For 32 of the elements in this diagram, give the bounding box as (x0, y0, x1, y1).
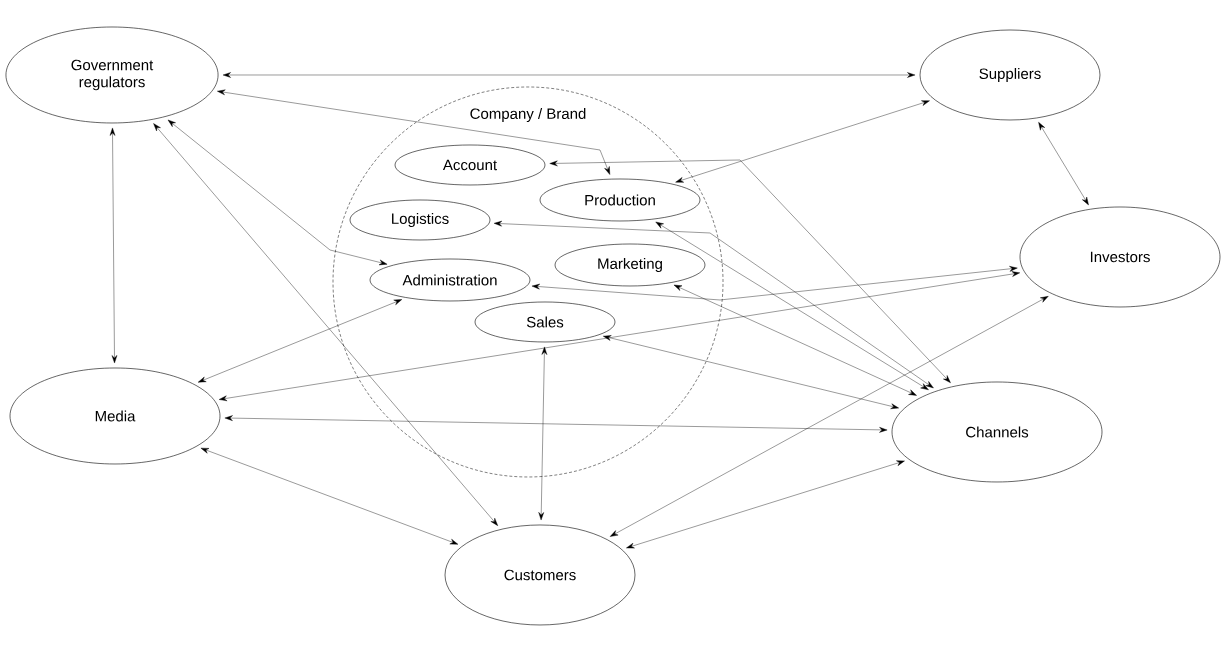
arrow (603, 335, 899, 409)
arrow (197, 299, 402, 383)
arrow (538, 346, 548, 521)
arrow (222, 72, 916, 78)
ellipse-node: Customers (444, 524, 636, 626)
arrow (549, 159, 951, 383)
ellipse-node: Channels (891, 381, 1103, 483)
ellipse-node: Logistics (349, 199, 491, 241)
arrow (531, 266, 1018, 301)
ellipse-node: Suppliers (919, 29, 1101, 121)
ellipse-node: Administration (369, 258, 531, 302)
arrow (626, 460, 905, 549)
arrow (153, 123, 498, 526)
arrow (109, 127, 118, 364)
arrow (224, 415, 888, 433)
arrow (200, 447, 459, 545)
arrow (609, 296, 1049, 537)
arrow (655, 221, 929, 390)
ellipse-node: Government regulators (5, 26, 219, 124)
ellipse-node: Sales (474, 301, 616, 343)
arrow (675, 100, 930, 183)
arrow (493, 220, 934, 389)
arrow (218, 271, 1020, 402)
ellipse-node: Media (9, 367, 221, 465)
arrow (167, 119, 388, 266)
ellipse-node: Production (539, 178, 701, 222)
arrow (1038, 122, 1089, 206)
arrow (673, 284, 917, 396)
ellipse-node: Account (394, 144, 546, 186)
arrow (217, 89, 611, 175)
ellipse-node: Investors (1019, 206, 1221, 308)
ellipse-node: Marketing (554, 243, 706, 287)
